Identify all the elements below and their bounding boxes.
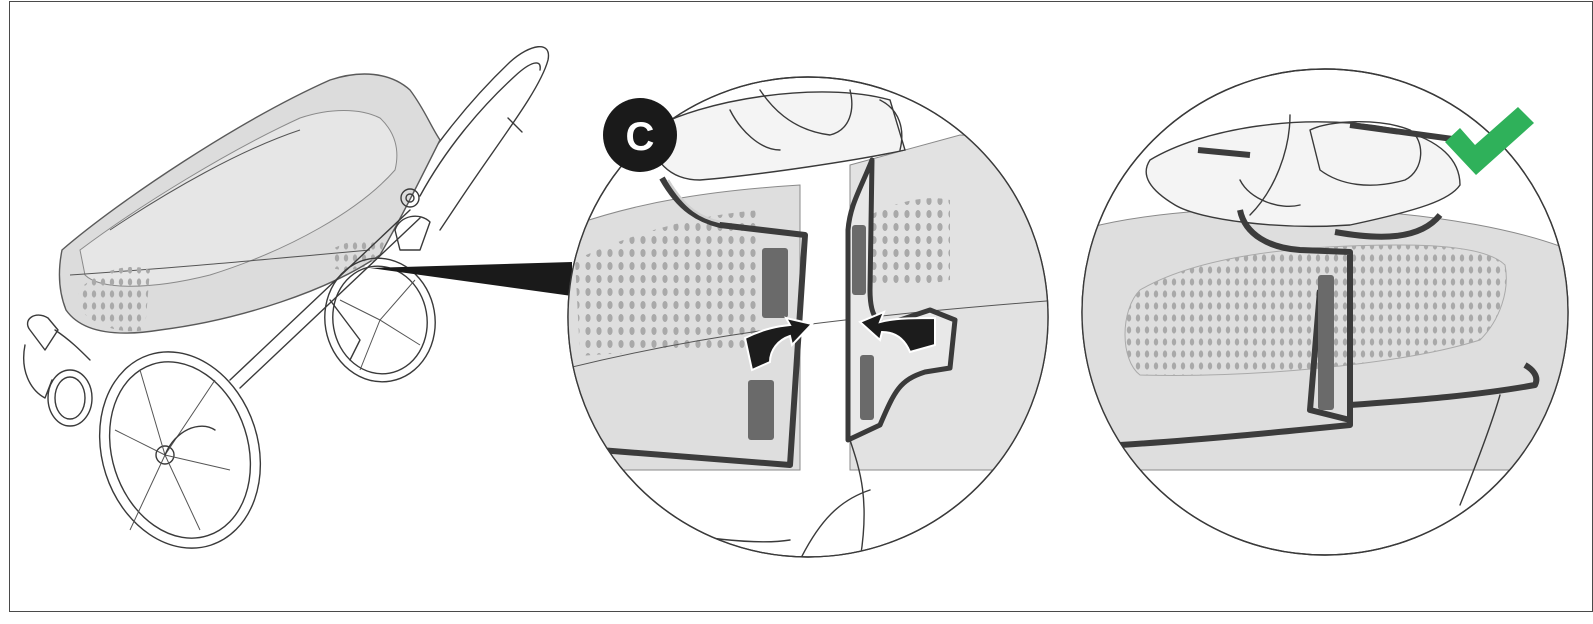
front-wheel: [24, 315, 92, 426]
velcro-patch-right: [852, 225, 866, 295]
rear-wheel: [75, 331, 285, 569]
step-badge-label: C: [626, 115, 655, 159]
velcro-patch-left: [762, 248, 788, 318]
velcro-strip-fastened: [1318, 275, 1334, 410]
velcro-patch-right-lower: [860, 355, 874, 420]
stroller-overview: [24, 47, 549, 570]
velcro-patch-left-lower: [748, 380, 774, 440]
step-badge: C: [603, 98, 677, 172]
zoom-pointer: [370, 262, 572, 296]
